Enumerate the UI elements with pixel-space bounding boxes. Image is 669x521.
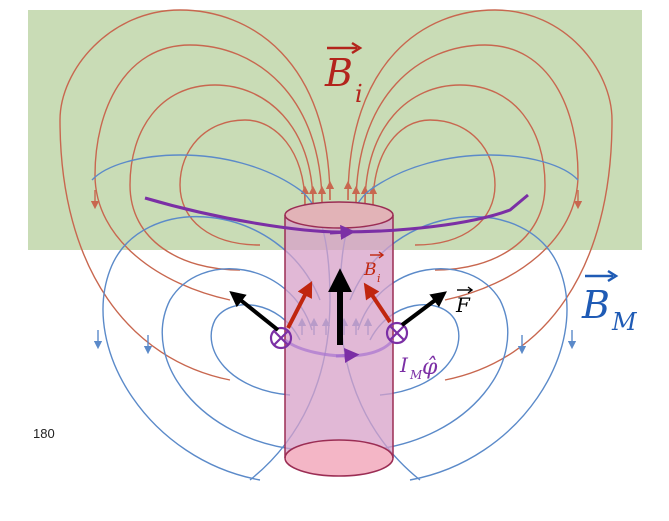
svg-text:M: M [611,308,638,336]
page-number: 180 [33,426,55,441]
svg-text:B: B [324,51,353,95]
svg-text:φ̂: φ̂ [422,355,438,380]
bar-magnet [284,201,394,477]
label-induced-small: B i [363,251,385,285]
label-magnet-field: B M [581,269,638,336]
svg-text:B: B [581,283,610,327]
label-current: I M φ̂ [399,353,438,382]
force-arrows [229,268,447,345]
svg-text:M: M [409,368,423,382]
svg-text:i: i [377,272,381,285]
label-induced-field: B i [324,41,363,108]
svg-text:I: I [399,353,409,377]
svg-text:B: B [363,260,377,280]
svg-text:i: i [355,80,363,108]
svg-text:F: F [455,293,471,317]
current-into-page-icon [269,321,409,350]
induced-field-arrows [286,281,392,329]
magnet-bottom-face [284,439,394,477]
label-force: F [455,286,474,317]
